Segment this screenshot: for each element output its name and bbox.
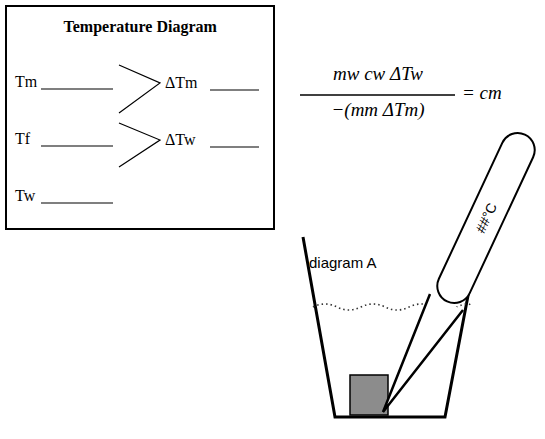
delta-label: ΔTw [165,131,196,149]
box-title: Temperature Diagram [64,18,217,36]
fraction-line [300,94,455,96]
thermometer-stem [383,294,463,412]
answer-line [41,202,113,203]
thermometer-reading: ##°C [473,201,500,236]
diagram-box: Temperature DiagramTmTfTw ΔTmΔTw [5,5,275,230]
formula-result: = cm [462,83,502,104]
diagram-caption: diagram A [309,255,377,272]
metal-block [350,375,388,415]
answer-line [210,89,259,90]
temp-label: Tw [15,187,35,205]
answer-line [210,146,259,147]
difference-bracket [119,65,160,113]
difference-bracket [119,123,160,167]
temp-label: Tm [15,73,37,91]
answer-line [41,88,113,89]
formula-denominator: −(mm ΔTm) [332,100,425,121]
thermometer: ##°C [430,126,541,310]
delta-label: ΔTm [165,74,198,92]
formula-numerator: mw cw ΔTw [333,64,423,85]
temp-label: Tf [15,130,30,148]
answer-line [41,145,113,146]
blank-lines [7,7,273,228]
